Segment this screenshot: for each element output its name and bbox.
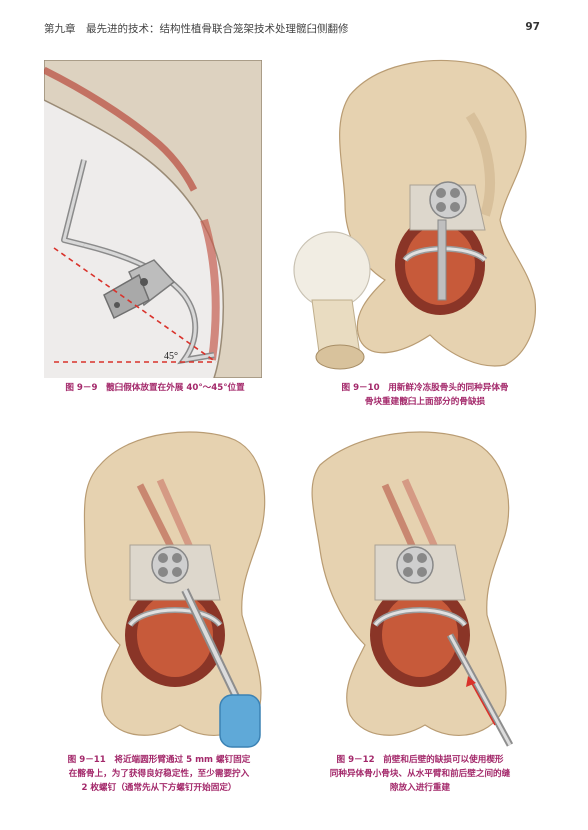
figure-9-9-caption: 图 9－9 髋臼假体放置在外展 40°～45°位置 <box>50 381 260 395</box>
figure-9-11-illustration <box>60 425 270 750</box>
caption-line: 图 9－11 将近端圆形臂通过 5 mm 螺钉固定 <box>67 755 251 765</box>
caption-line: 图 9－12 前壁和后壁的缺损可以使用楔形 <box>336 755 504 765</box>
caption-line: 2 枚螺钉（通常先从下方螺钉开始固定） <box>81 783 237 793</box>
figure-9-12-illustration <box>300 425 540 750</box>
figure-9-9-illustration: 45° <box>44 60 262 378</box>
page-header: 第九章 最先进的技术：结构性植骨联合笼架技术处理髋臼侧翻修 97 <box>44 21 540 37</box>
figure-9-11-caption: 图 9－11 将近端圆形臂通过 5 mm 螺钉固定 在髂骨上，为了获得良好稳定性… <box>44 753 274 795</box>
caption-line: 图 9－9 髋臼假体放置在外展 40°～45°位置 <box>65 383 245 393</box>
chapter-title: 第九章 最先进的技术：结构性植骨联合笼架技术处理髋臼侧翻修 <box>44 23 349 35</box>
caption-line: 骨块重建髋臼上面部分的骨缺损 <box>364 397 486 407</box>
caption-line: 在髂骨上，为了获得良好稳定性，至少需要拧入 <box>68 769 250 779</box>
figure-9-10-caption: 图 9－10 用新鲜冷冻股骨头的同种异体骨 骨块重建髋臼上面部分的骨缺损 <box>310 381 540 409</box>
angle-label: 45° <box>164 351 178 362</box>
figure-9-10-illustration <box>290 55 540 373</box>
caption-line: 隙放入进行重建 <box>389 783 451 793</box>
figure-9-12-caption: 图 9－12 前壁和后壁的缺损可以使用楔形 同种异体骨小骨块、从水平臂和前后壁之… <box>300 753 540 795</box>
page-number: 97 <box>525 21 540 33</box>
caption-line: 图 9－10 用新鲜冷冻股骨头的同种异体骨 <box>341 383 509 393</box>
caption-line: 同种异体骨小骨块、从水平臂和前后壁之间的缝 <box>329 769 511 779</box>
